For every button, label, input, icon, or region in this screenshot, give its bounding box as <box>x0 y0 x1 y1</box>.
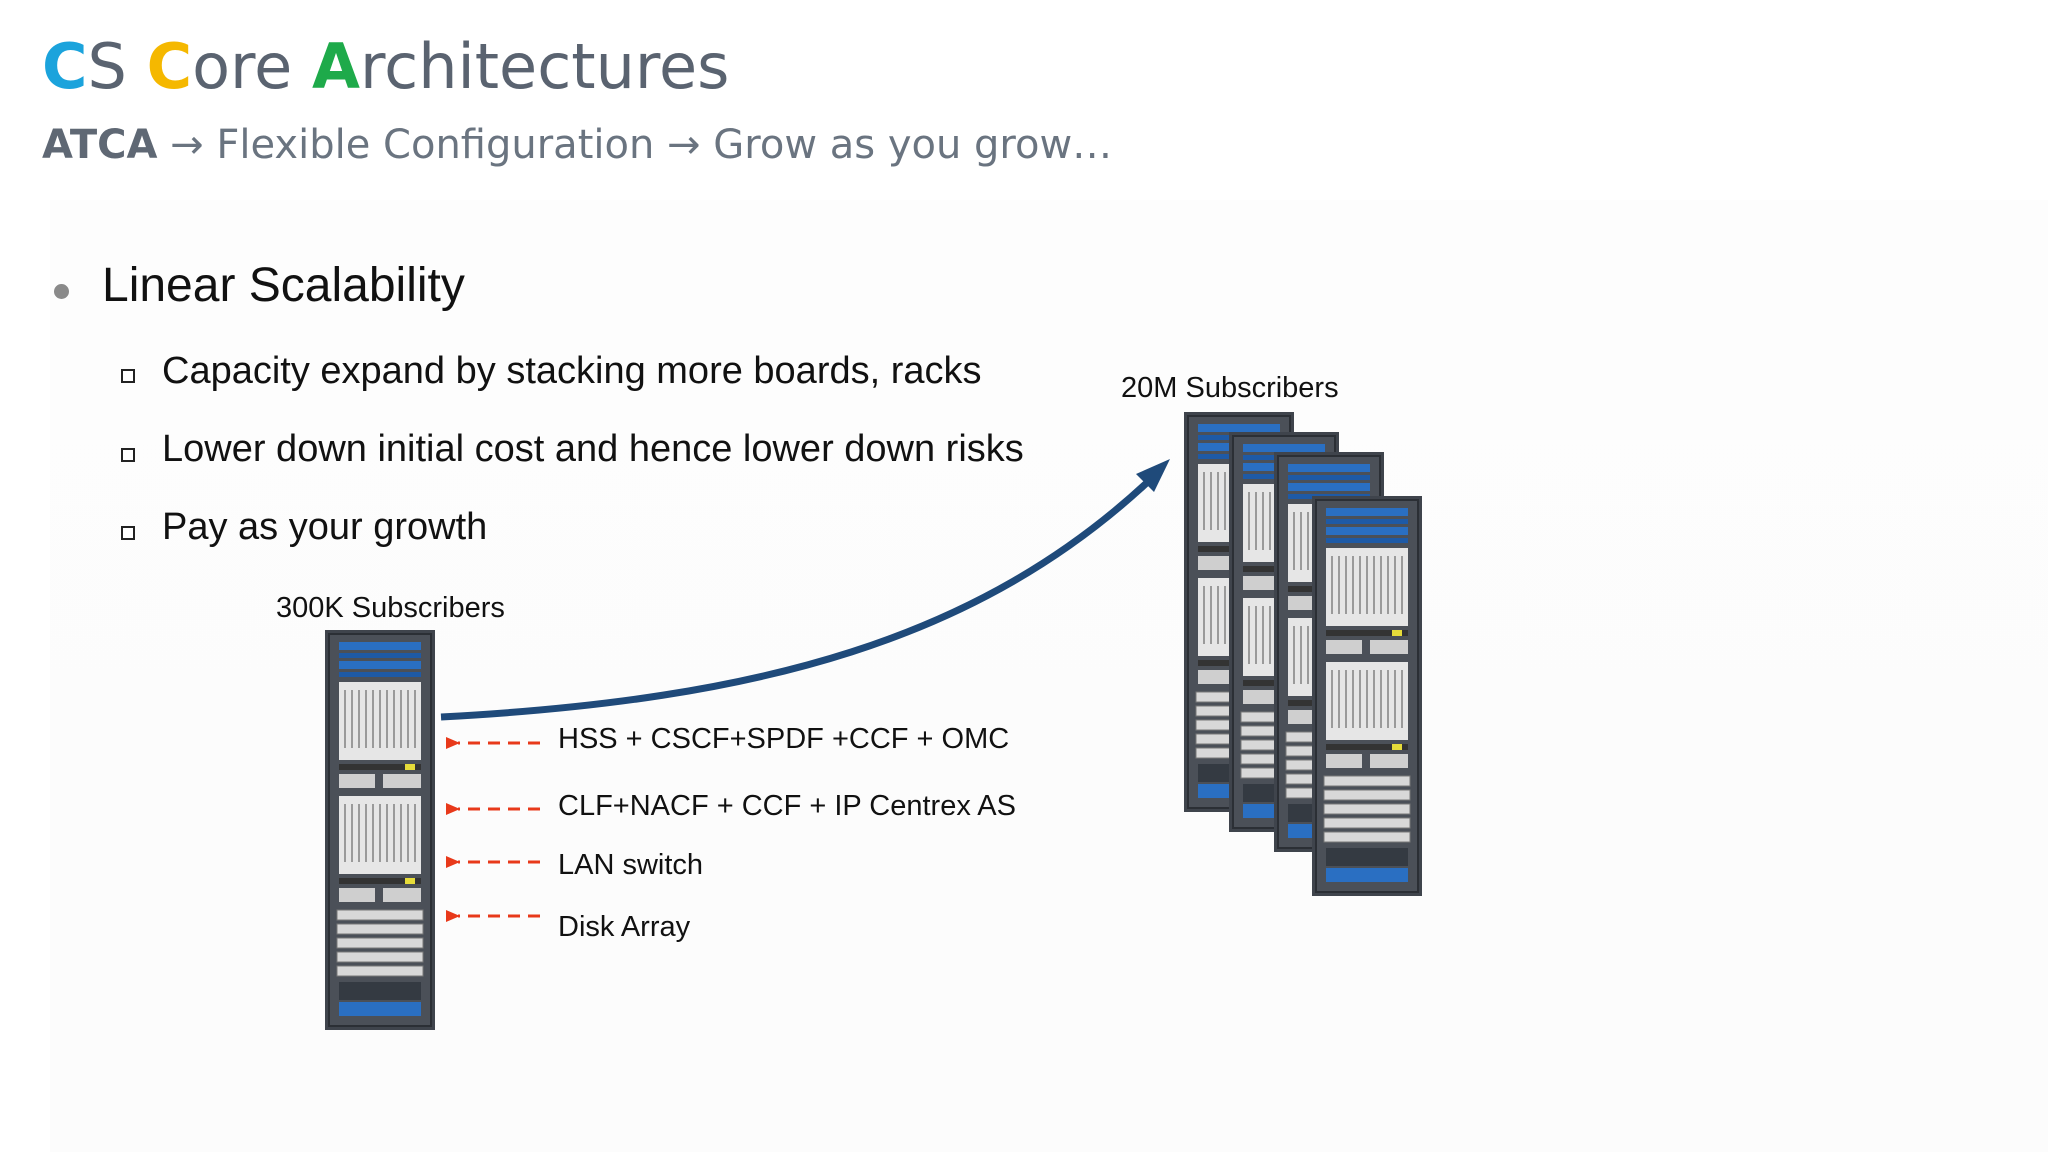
small-rack <box>324 629 436 1031</box>
component-label: Disk Array <box>558 911 691 943</box>
title-letter-a: A <box>312 30 361 103</box>
sub-bullet: Lower down initial cost and hence lower … <box>162 428 1024 470</box>
subtitle-part1: Flexible Configuration <box>216 122 655 168</box>
title-text-ore: ore <box>192 30 313 103</box>
title-text-s: S <box>87 30 147 103</box>
title-letter-core-c: C <box>146 30 193 103</box>
subtitle-part2: Grow as you grow… <box>713 122 1113 168</box>
title-letter-c: C <box>42 30 88 103</box>
component-label: CLF+NACF + CCF + IP Centrex AS <box>558 790 1016 822</box>
bullet-dot-icon <box>54 284 69 299</box>
sub-bullet: Pay as your growth <box>162 506 488 548</box>
growth-arrowhead-icon <box>1136 459 1170 492</box>
component-label: LAN switch <box>558 849 704 881</box>
arrow-right-icon: → <box>170 122 204 168</box>
square-bullet-icon <box>121 448 135 462</box>
square-bullet-icon <box>121 369 135 383</box>
arrow-right-icon: → <box>667 122 701 168</box>
large-rack-stack <box>1183 411 1423 897</box>
small-rack-label: 300K Subscribers <box>276 592 505 624</box>
large-rack-label: 20M Subscribers <box>1121 372 1339 404</box>
component-label: HSS + CSCF+SPDF +CCF + OMC <box>558 723 1010 755</box>
subtitle: ATCA → Flexible Configuration → Grow as … <box>42 122 1112 168</box>
sub-bullet: Capacity expand by stacking more boards,… <box>162 350 982 392</box>
square-bullet-icon <box>121 526 135 540</box>
page-title: CS Core Architectures <box>42 30 729 103</box>
bullet-main: Linear Scalability <box>102 259 465 312</box>
subtitle-lead: ATCA <box>42 122 158 168</box>
growth-arrow <box>440 475 1155 721</box>
title-text-rchitectures: rchitectures <box>360 30 730 103</box>
